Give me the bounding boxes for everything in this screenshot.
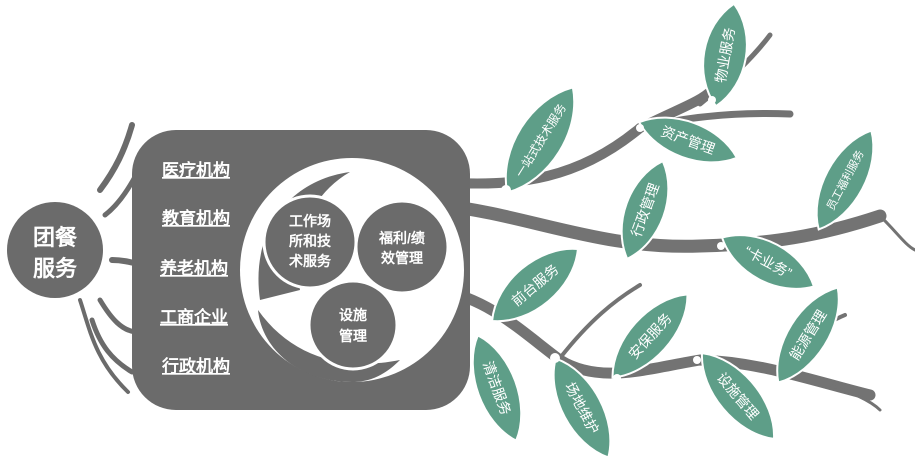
- leaf-node-dot: [479, 321, 489, 331]
- sector-label-medical: 医疗机构: [162, 160, 230, 180]
- leaf-node-dot: [501, 185, 511, 195]
- leaf-property: 物业服务: [702, 2, 748, 108]
- leaf-node-dot: [550, 353, 560, 363]
- leaf-cleaning: 清洁服务: [471, 333, 523, 443]
- core-worksite-line1: 工作场: [289, 213, 331, 229]
- leaf-node-dot: [693, 356, 701, 364]
- leaf-facility-mgmt: 设施管理: [700, 351, 776, 441]
- leaf-node-dot: [717, 242, 725, 250]
- core-welfare-line1: 福利/绩: [378, 230, 425, 246]
- sector-label-admin: 行政机构: [161, 356, 230, 376]
- core-worksite-line2: 所和技: [289, 233, 332, 249]
- leaf-card: “卡业务”: [720, 234, 816, 290]
- core-facility-line2: 管理: [339, 328, 367, 344]
- core-circle-welfare: [354, 199, 450, 295]
- core-facility-line1: 设施: [339, 307, 367, 323]
- leaves: 一站式技术服务 物业服务 资产管理 行政管理 员工福利服务 “卡业务”: [471, 2, 875, 459]
- leaf-node-dot: [708, 96, 716, 104]
- leaf-node-dot: [636, 124, 644, 132]
- sector-label-education: 教育机构: [161, 208, 230, 228]
- sector-label-business: 工商企业: [160, 307, 228, 327]
- roots: [78, 122, 141, 394]
- leaf-front-desk: 前台服务: [491, 247, 579, 323]
- leaf-node-dot: [613, 374, 621, 382]
- leaf-node-dot: [610, 254, 618, 262]
- root-circle: [7, 202, 103, 298]
- root-label-line1: 团餐: [33, 225, 78, 250]
- branches: [433, 32, 915, 412]
- root-label-line2: 服务: [33, 256, 78, 281]
- sector-label-elderly: 养老机构: [159, 258, 228, 278]
- core-worksite-line3: 术服务: [289, 253, 332, 269]
- leaf-asset: 资产管理: [637, 116, 739, 164]
- core-welfare-line2: 效管理: [381, 250, 423, 266]
- leaf-admin: 行政管理: [620, 159, 670, 261]
- core-circle-facility: [307, 279, 399, 371]
